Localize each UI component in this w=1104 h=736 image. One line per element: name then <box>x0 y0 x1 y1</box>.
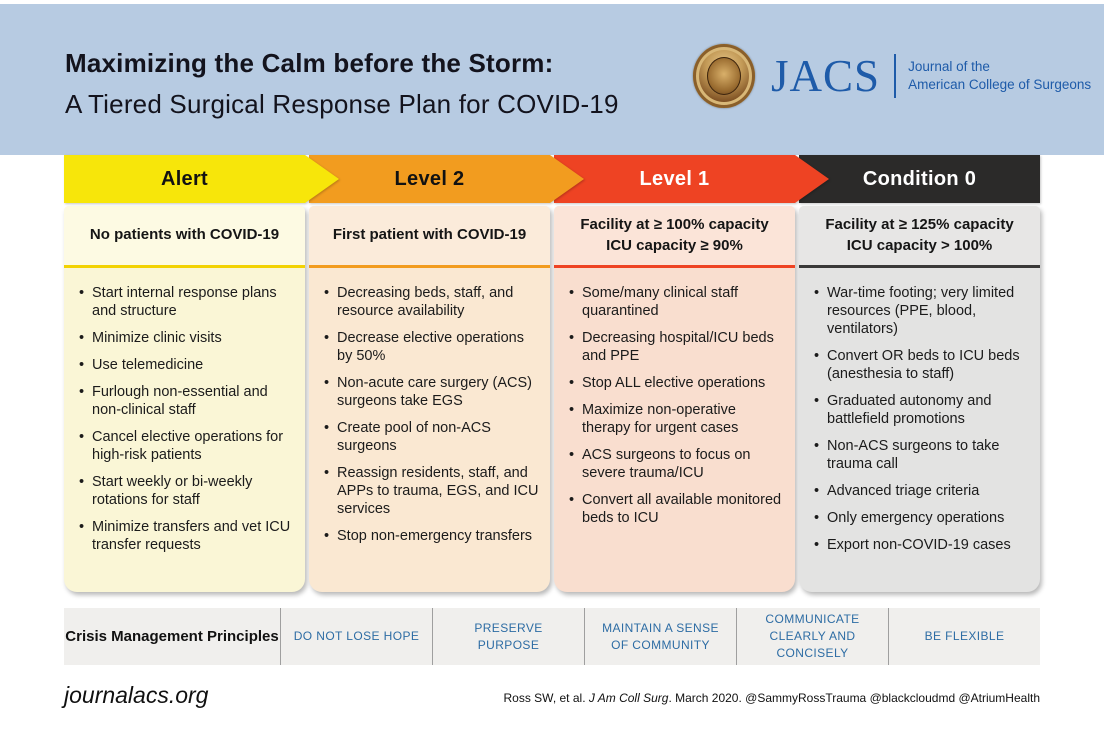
stage-trigger-line: First patient with COVID-19 <box>332 226 527 244</box>
citation: Ross SW, et al. J Am Coll Surg. March 20… <box>504 691 1041 705</box>
acs-seal-center <box>707 57 741 95</box>
crisis-principles-bar: Crisis Management Principles DO NOT LOSE… <box>64 608 1040 665</box>
list-item: War-time footing; very limited resources… <box>814 285 1030 339</box>
list-item: Convert OR beds to ICU beds (anesthesia … <box>814 348 1030 384</box>
principle-item: MAINTAIN A SENSE OF COMMUNITY <box>584 608 736 665</box>
list-item: Decreasing hospital/ICU beds and PPE <box>569 330 785 366</box>
principle-item: PRESERVE PURPOSE <box>432 608 584 665</box>
stage-arrow-level-2: Level 2 <box>309 155 584 203</box>
stage-actions-list: Decreasing beds, staff, and resource ava… <box>309 268 550 546</box>
principle-item: BE FLEXIBLE <box>888 608 1040 665</box>
stage-arrow-shape: Alert <box>64 155 339 203</box>
list-item: Cancel elective operations for high-risk… <box>79 429 295 465</box>
list-item: Reassign residents, staff, and APPs to t… <box>324 465 540 519</box>
principles-label: Crisis Management Principles <box>65 628 279 645</box>
stage-trigger-line: ICU capacity ≥ 90% <box>606 236 743 254</box>
stage-arrow-level-1: Level 1 <box>554 155 829 203</box>
stage-trigger-line: No patients with COVID-19 <box>89 226 280 244</box>
stage-label: Condition 0 <box>862 167 977 190</box>
stage-trigger-line: ICU capacity > 100% <box>846 236 993 254</box>
list-item: Start internal response plans and struct… <box>79 285 295 321</box>
list-item: Decrease elective operations by 50% <box>324 330 540 366</box>
acs-seal-icon <box>693 44 755 108</box>
stage-panel-alert: No patients with COVID-19Start internal … <box>64 206 305 592</box>
stage-trigger: No patients with COVID-19 <box>64 206 305 268</box>
stage-arrow-shape: Level 2 <box>309 155 584 203</box>
list-item: Advanced triage criteria <box>814 483 1030 501</box>
list-item: Non-ACS surgeons to take trauma call <box>814 438 1030 474</box>
journal-site-link[interactable]: journalacs.org <box>64 682 209 708</box>
list-item: Stop non-emergency transfers <box>324 528 540 546</box>
logo-divider <box>894 54 897 98</box>
citation-suffix: . March 2020. @SammyRossTrauma @blackclo… <box>668 691 1040 705</box>
title-line1: Maximizing the Calm before the Storm: <box>65 48 554 78</box>
stage-trigger-line: Facility at ≥ 125% capacity <box>825 216 1014 234</box>
title-line2: A Tiered Surgical Response Plan for COVI… <box>65 89 619 119</box>
list-item: Use telemedicine <box>79 357 295 375</box>
principle-item: DO NOT LOSE HOPE <box>280 608 432 665</box>
list-item: Maximize non-operative therapy for urgen… <box>569 402 785 438</box>
stage-arrow-shape: Condition 0 <box>799 155 1040 203</box>
list-item: Non-acute care surgery (ACS) surgeons ta… <box>324 375 540 411</box>
list-item: Minimize clinic visits <box>79 330 295 348</box>
list-item: Create pool of non-ACS surgeons <box>324 420 540 456</box>
page-title: Maximizing the Calm before the Storm: A … <box>65 48 619 120</box>
stage-label: Level 2 <box>394 167 465 190</box>
list-item: Start weekly or bi-weekly rotations for … <box>79 474 295 510</box>
list-item: Some/many clinical staff quarantined <box>569 285 785 321</box>
stage-trigger-line: Facility at ≥ 100% capacity <box>580 216 769 234</box>
list-item: Export non-COVID-19 cases <box>814 537 1030 555</box>
header-band: Maximizing the Calm before the Storm: A … <box>0 4 1104 155</box>
stage-label: Alert <box>160 167 209 190</box>
stage-trigger: First patient with COVID-19 <box>309 206 550 268</box>
stage-actions-list: Start internal response plans and struct… <box>64 268 305 555</box>
list-item: Furlough non-essential and non-clinical … <box>79 384 295 420</box>
stage-arrow-shape: Level 1 <box>554 155 829 203</box>
stage-actions-list: War-time footing; very limited resources… <box>799 268 1040 555</box>
stage-actions-list: Some/many clinical staff quarantinedDecr… <box>554 268 795 528</box>
stage-label: Level 1 <box>639 167 710 190</box>
jacs-logo: JACS Journal of the American College of … <box>693 44 1091 108</box>
list-item: Stop ALL elective operations <box>569 375 785 393</box>
list-item: Decreasing beds, staff, and resource ava… <box>324 285 540 321</box>
jacs-tagline-line2: American College of Surgeons <box>908 77 1092 92</box>
citation-journal: J Am Coll Surg <box>588 691 669 705</box>
list-item: Convert all available monitored beds to … <box>569 492 785 528</box>
stage-arrow-alert: Alert <box>64 155 339 203</box>
list-item: Only emergency operations <box>814 510 1030 528</box>
list-item: Graduated autonomy and battlefield promo… <box>814 393 1030 429</box>
stage-arrow-condition-0: Condition 0 <box>799 155 1040 203</box>
principle-item: COMMUNICATE CLEARLY AND CONCISELY <box>736 608 888 665</box>
list-item: Minimize transfers and vet ICU transfer … <box>79 519 295 555</box>
list-item: ACS surgeons to focus on severe trauma/I… <box>569 447 785 483</box>
jacs-tagline: Journal of the American College of Surge… <box>908 58 1091 94</box>
stage-panel-level-2: First patient with COVID-19Decreasing be… <box>309 206 550 592</box>
jacs-tagline-line1: Journal of the <box>908 58 990 74</box>
citation-prefix: Ross SW, et al. <box>503 691 589 705</box>
jacs-wordmark: JACS <box>771 50 881 101</box>
